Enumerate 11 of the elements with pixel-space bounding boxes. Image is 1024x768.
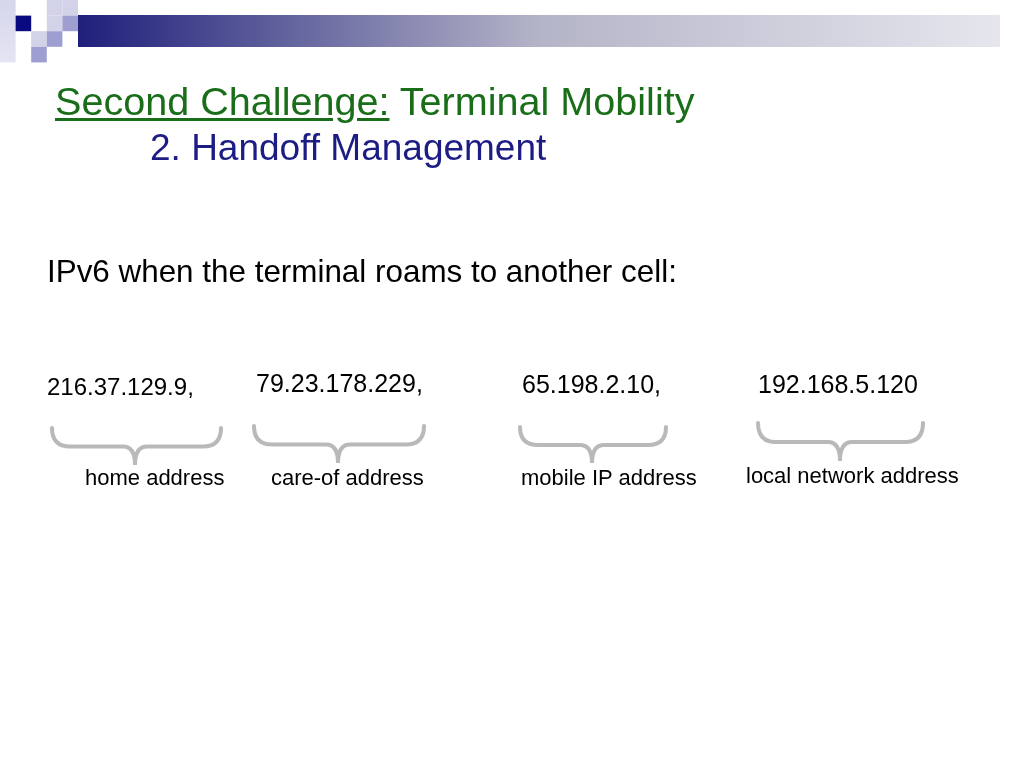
ip-address: 65.198.2.10, bbox=[522, 370, 661, 399]
ip-address: 192.168.5.120 bbox=[758, 370, 918, 399]
address-type-label: care-of address bbox=[271, 465, 424, 491]
address-type-label: local network address bbox=[746, 463, 959, 489]
ip-address: 79.23.178.229, bbox=[256, 369, 423, 398]
address-type-label: home address bbox=[85, 465, 225, 491]
slide-subtitle: 2. Handoff Management bbox=[150, 127, 547, 170]
ip-address: 216.37.129.9, bbox=[47, 373, 194, 401]
address-type-label: mobile IP address bbox=[521, 465, 697, 491]
intro-text: IPv6 when the terminal roams to another cell: bbox=[47, 254, 677, 291]
slide-title: Second Challenge: Terminal Mobility bbox=[55, 79, 695, 125]
